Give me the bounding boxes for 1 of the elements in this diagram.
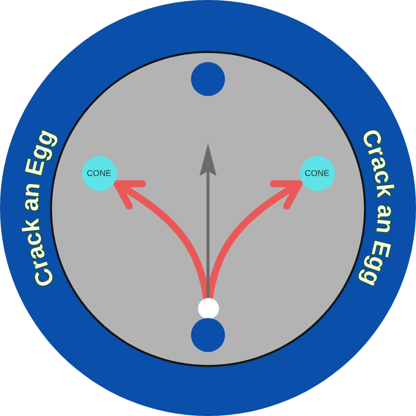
straight-arrow [200,143,216,298]
